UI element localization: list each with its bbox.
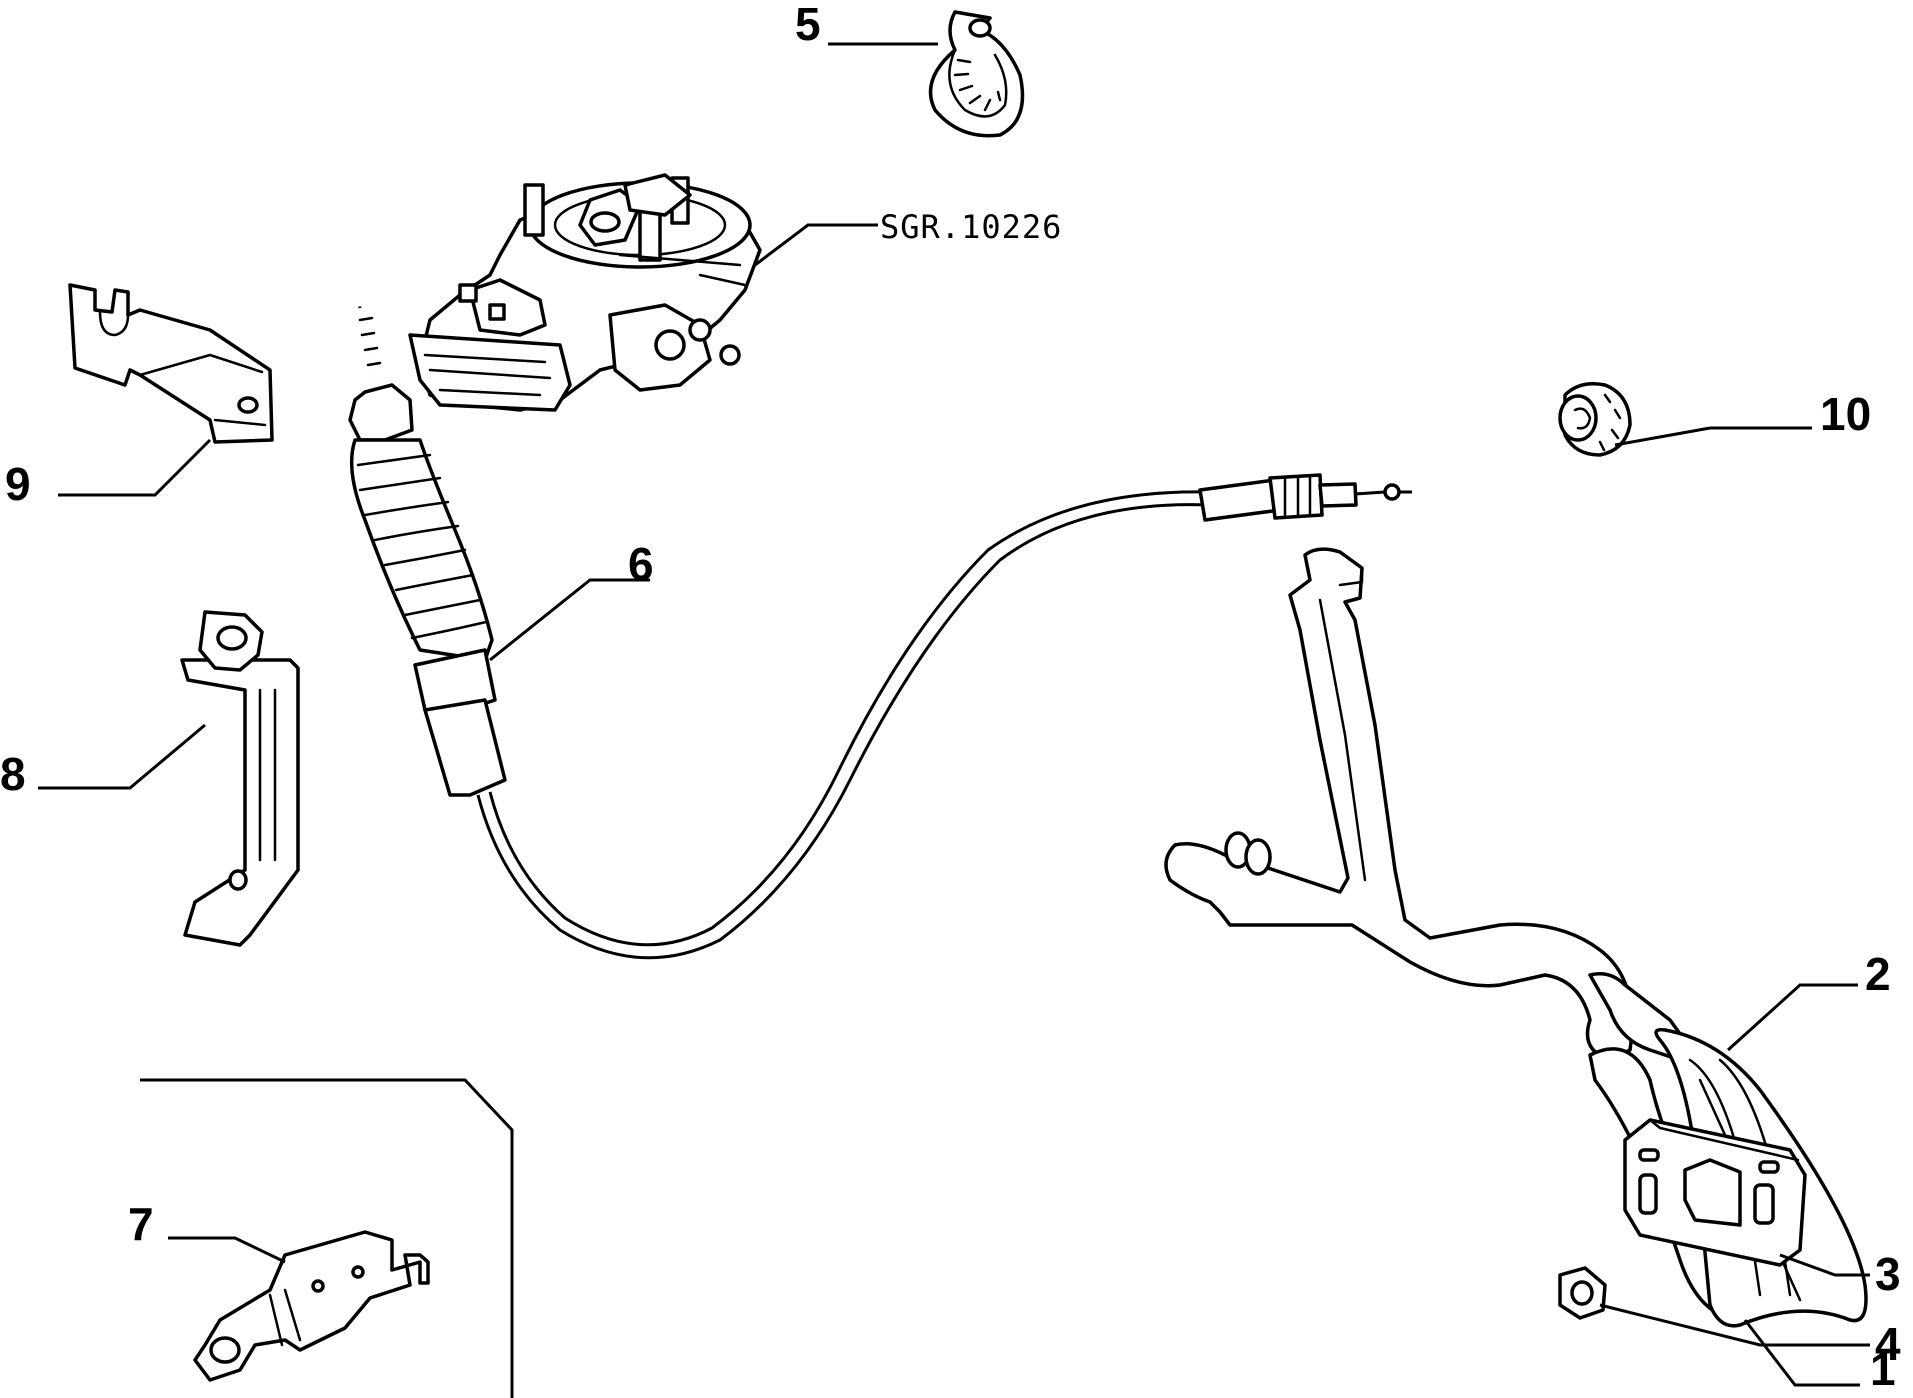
part-5-hose-clamp: [928, 10, 1025, 138]
leader-7: [168, 1236, 286, 1264]
callout-10: 10: [1820, 388, 1871, 440]
leader-8: [38, 723, 206, 790]
reference-label: SGR.10226: [880, 208, 1062, 246]
part-3-rubber-pad: [1623, 1118, 1807, 1267]
callout-8: 8: [0, 748, 26, 800]
part-8-bracket: [180, 610, 300, 947]
callout-2: 2: [1865, 948, 1891, 1000]
leader-6: [489, 578, 650, 662]
callout-7: 7: [128, 1198, 154, 1250]
leader-1: [1743, 1319, 1860, 1387]
callout-4: 4: [1875, 1318, 1901, 1370]
part-7-bracket: [193, 1230, 430, 1382]
leader-2: [1726, 983, 1858, 1052]
leader-carburettor: [754, 223, 878, 267]
part-6-accelerator-cable: [348, 306, 1412, 960]
callout-1: 1: [1870, 1343, 1896, 1395]
leader-9: [58, 438, 212, 497]
inset-frame: [140, 1078, 514, 1398]
callout-6: 6: [628, 538, 654, 590]
callout-9: 9: [5, 458, 31, 510]
part-9-bracket: [68, 283, 274, 444]
carburettor: [408, 173, 762, 412]
leader-3: [1779, 1253, 1870, 1277]
callout-3: 3: [1875, 1248, 1901, 1300]
leader-10a: [1614, 426, 1711, 447]
callout-5: 5: [795, 0, 821, 50]
leader-4: [1599, 1303, 1870, 1347]
part-4-nut: [1558, 1266, 1607, 1320]
part-10-grommet: [1558, 382, 1632, 457]
